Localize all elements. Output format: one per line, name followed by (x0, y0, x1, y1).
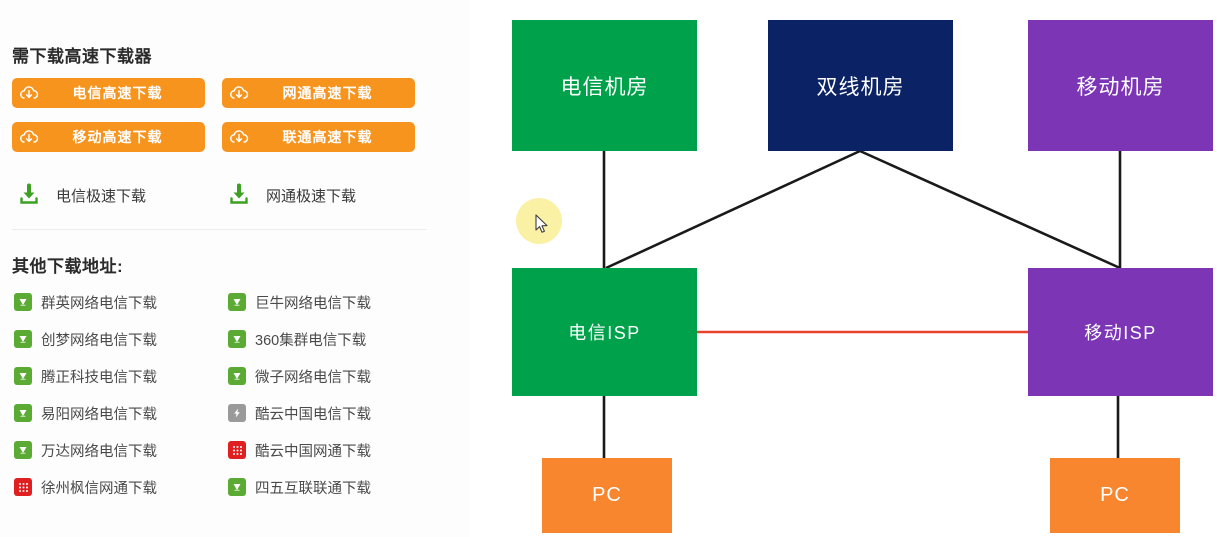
red-grid-icon (228, 441, 246, 459)
download-link-item[interactable]: 徐州枫信网通下载 (14, 476, 157, 498)
fast-download-button-label: 电信高速下载 (72, 85, 163, 101)
download-link-item[interactable]: 360集群电信下载 (228, 328, 366, 350)
green-v-icon (228, 293, 246, 311)
download-link-item[interactable]: 易阳网络电信下载 (14, 402, 157, 424)
download-link-item[interactable]: 酷云中国网通下载 (228, 439, 371, 461)
node-label: 双线机房 (816, 75, 905, 99)
node-label: PC (592, 484, 622, 506)
fast-download-button-telecom[interactable]: 电信高速下载 (12, 78, 205, 108)
download-link-label: 腾正科技电信下载 (41, 369, 157, 386)
node-telecom-idc[interactable]: 电信机房 (512, 20, 697, 151)
node-pc-right[interactable]: PC (1050, 458, 1180, 533)
cloud-download-icon (12, 78, 46, 108)
download-link-item[interactable]: 巨牛网络电信下载 (228, 291, 371, 313)
node-label: 电信ISP (568, 323, 641, 343)
download-link-item[interactable]: 四五互联联通下载 (228, 476, 371, 498)
node-label: 移动ISP (1084, 323, 1157, 343)
fast-download-section-title: 需下载高速下载器 (12, 47, 152, 66)
node-mobile-idc[interactable]: 移动机房 (1028, 20, 1213, 151)
node-pc-left[interactable]: PC (542, 458, 672, 533)
download-link-label: 易阳网络电信下载 (41, 406, 157, 423)
green-v-icon (14, 293, 32, 311)
download-link-item[interactable]: 创梦网络电信下载 (14, 328, 157, 350)
gray-bolt-icon (228, 404, 246, 422)
quick-download-label: 网通极速下载 (266, 187, 357, 205)
download-link-label: 万达网络电信下载 (41, 443, 157, 460)
network-topology-diagram: 电信机房 双线机房 移动机房 电信ISP 移动ISP PC PC (470, 0, 1217, 537)
green-v-icon (228, 478, 246, 496)
node-mobile-isp[interactable]: 移动ISP (1028, 268, 1213, 396)
download-link-label: 巨牛网络电信下载 (255, 295, 371, 312)
download-link-label: 创梦网络电信下载 (41, 332, 157, 349)
download-link-item[interactable]: 微子网络电信下载 (228, 365, 371, 387)
node-label: 移动机房 (1076, 75, 1165, 99)
section-divider (12, 229, 427, 230)
download-link-item[interactable]: 万达网络电信下载 (14, 439, 157, 461)
quick-download-link-netcom[interactable]: 网通极速下载 (226, 182, 356, 208)
green-v-icon (14, 367, 32, 385)
diagram-connectors (602, 149, 1122, 458)
green-v-icon (14, 404, 32, 422)
cloud-download-icon (12, 122, 46, 152)
other-addresses-section-title: 其他下载地址: (12, 257, 124, 276)
fast-download-button-label: 联通高速下载 (282, 129, 373, 145)
download-link-label: 群英网络电信下载 (41, 295, 157, 312)
node-telecom-isp[interactable]: 电信ISP (512, 268, 697, 396)
download-link-label: 酷云中国网通下载 (255, 443, 371, 460)
mouse-pointer-icon (535, 214, 549, 234)
red-grid-icon (14, 478, 32, 496)
node-label: PC (1100, 484, 1130, 506)
green-v-icon (14, 330, 32, 348)
node-dual-line-idc[interactable]: 双线机房 (768, 20, 953, 151)
green-v-icon (14, 441, 32, 459)
download-link-label: 360集群电信下载 (255, 332, 367, 349)
fast-download-button-label: 网通高速下载 (282, 85, 373, 101)
fast-download-button-label: 移动高速下载 (72, 129, 163, 145)
fast-download-button-unicom[interactable]: 联通高速下载 (222, 122, 415, 152)
download-tray-icon (226, 182, 252, 208)
download-link-item[interactable]: 酷云中国电信下载 (228, 402, 371, 424)
cloud-download-icon (222, 78, 256, 108)
download-tray-icon (16, 182, 42, 208)
quick-download-label: 电信极速下载 (56, 187, 147, 205)
green-v-icon (228, 330, 246, 348)
node-label: 电信机房 (560, 75, 649, 99)
download-link-item[interactable]: 腾正科技电信下载 (14, 365, 157, 387)
download-link-label: 酷云中国电信下载 (255, 406, 371, 423)
download-link-label: 徐州枫信网通下载 (41, 480, 157, 497)
fast-download-button-mobile[interactable]: 移动高速下载 (12, 122, 205, 152)
green-v-icon (228, 367, 246, 385)
download-links-panel: 需下载高速下载器 电信高速下载 网通高速下载 (0, 0, 470, 537)
download-link-item[interactable]: 群英网络电信下载 (14, 291, 157, 313)
fast-download-button-netcom[interactable]: 网通高速下载 (222, 78, 415, 108)
cloud-download-icon (222, 122, 256, 152)
download-link-label: 四五互联联通下载 (255, 480, 371, 497)
quick-download-link-telecom[interactable]: 电信极速下载 (16, 182, 146, 208)
download-link-label: 微子网络电信下载 (255, 369, 371, 386)
